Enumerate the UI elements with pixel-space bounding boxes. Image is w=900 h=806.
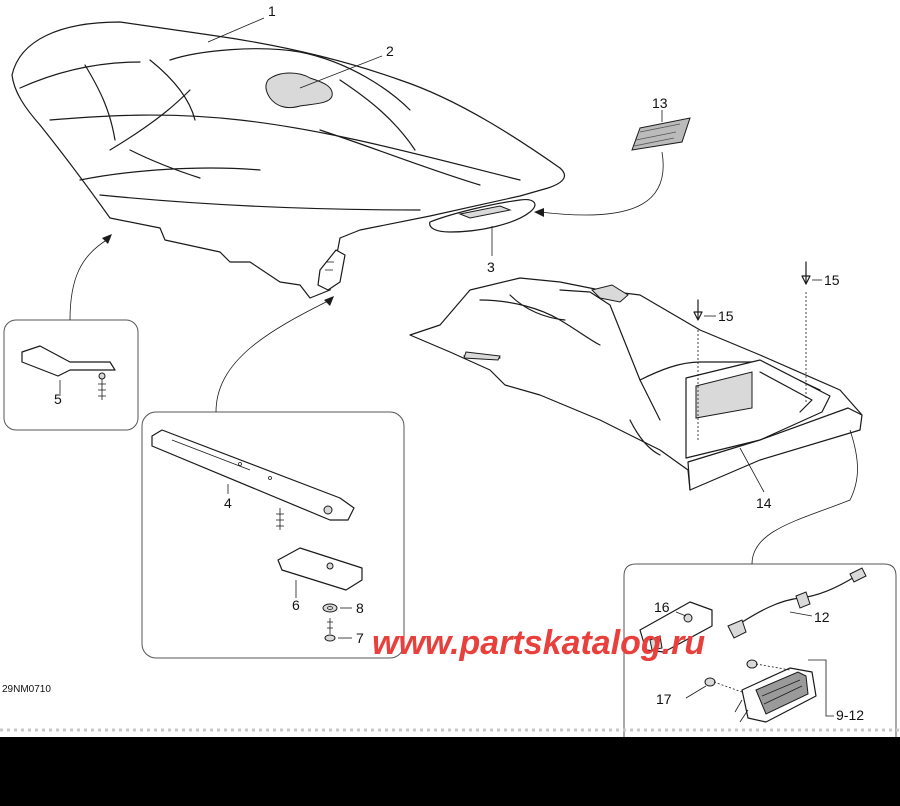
wire-harness-12[interactable]: [727, 567, 867, 639]
callout-2: 2: [386, 43, 394, 59]
leader-lines: [59, 17, 834, 717]
bracket-5[interactable]: [21, 345, 116, 400]
inset-box-4-8: [141, 411, 405, 659]
fastener-15-left[interactable]: [693, 299, 703, 440]
seat-storage-tray[interactable]: [429, 199, 536, 233]
callout-6: 6: [292, 597, 300, 613]
callout-1: 1: [268, 3, 276, 19]
inset-box-5: [3, 319, 139, 431]
callout-17: 17: [656, 691, 672, 707]
callout-15-right: 15: [824, 272, 840, 288]
nut-17b[interactable]: [746, 659, 758, 669]
callout-9-12: 9-12: [836, 707, 864, 723]
diagram-code: 29NM0710: [2, 684, 51, 695]
callout-13: 13: [652, 95, 668, 111]
screw-7[interactable]: [324, 618, 336, 642]
callout-16: 16: [654, 599, 670, 615]
washer-8[interactable]: [322, 603, 338, 613]
nut-17[interactable]: [704, 677, 716, 687]
parts-diagram: 1 2 3 4 5 6 7 8 12 13 14 15 15 16 17 9-1…: [0, 3, 900, 737]
decal-13[interactable]: [631, 117, 691, 151]
plate-6[interactable]: [277, 547, 363, 591]
callout-5: 5: [54, 391, 62, 407]
seat-cover[interactable]: [11, 21, 566, 299]
connector-lines: [69, 151, 858, 565]
bottom-band: [0, 737, 900, 806]
callout-3: 3: [487, 259, 495, 275]
callout-8: 8: [356, 600, 364, 616]
callout-4: 4: [224, 495, 232, 511]
callout-12: 12: [814, 609, 830, 625]
callout-14: 14: [756, 495, 772, 511]
seat-base[interactable]: [409, 277, 863, 491]
screw-4[interactable]: [276, 508, 284, 530]
callout-7: 7: [356, 630, 364, 646]
callout-15-left: 15: [718, 308, 734, 324]
strap-4[interactable]: [151, 429, 355, 521]
watermark: www.partskatalog.ru: [372, 624, 705, 662]
fastener-15-right[interactable]: [801, 261, 811, 402]
taillight-assembly[interactable]: [734, 667, 817, 723]
